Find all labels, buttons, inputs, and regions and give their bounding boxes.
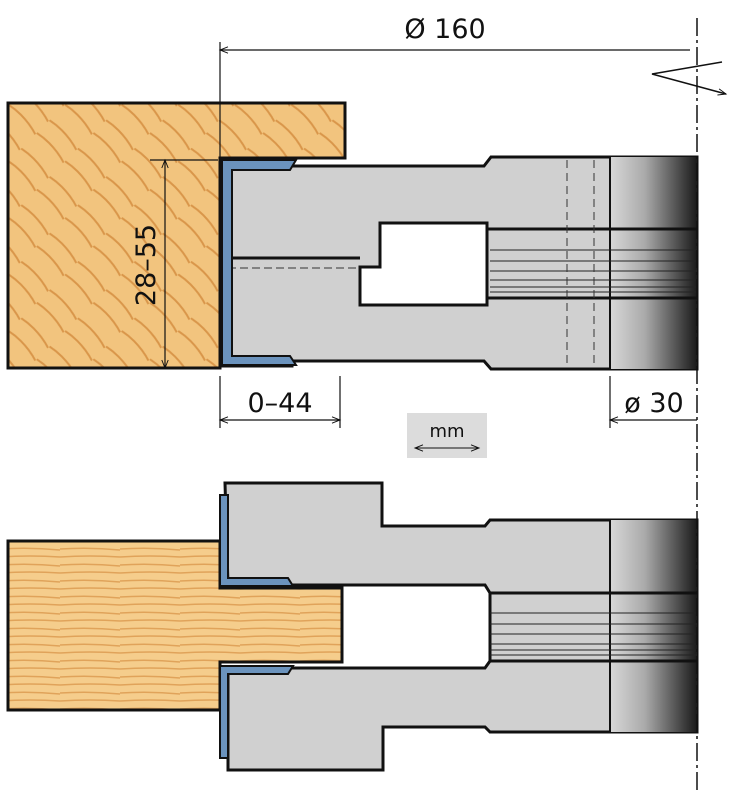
dim-bore-diameter: ø 30 [624,388,683,419]
dim-diameter-outer: Ø 160 [404,14,485,45]
cutter-bottom [219,481,699,772]
dim-cutting-height: 28–55 [131,224,162,306]
units-badge: mm [407,413,487,458]
knife-bottom-lower [219,665,295,759]
cutter-top [220,155,699,371]
units-label: mm [429,421,464,442]
knife-top [221,159,298,366]
rotation-arrow-icon [651,61,728,96]
dim-depth-range: 0–44 [247,388,312,419]
knife-bottom-upper [219,494,295,587]
